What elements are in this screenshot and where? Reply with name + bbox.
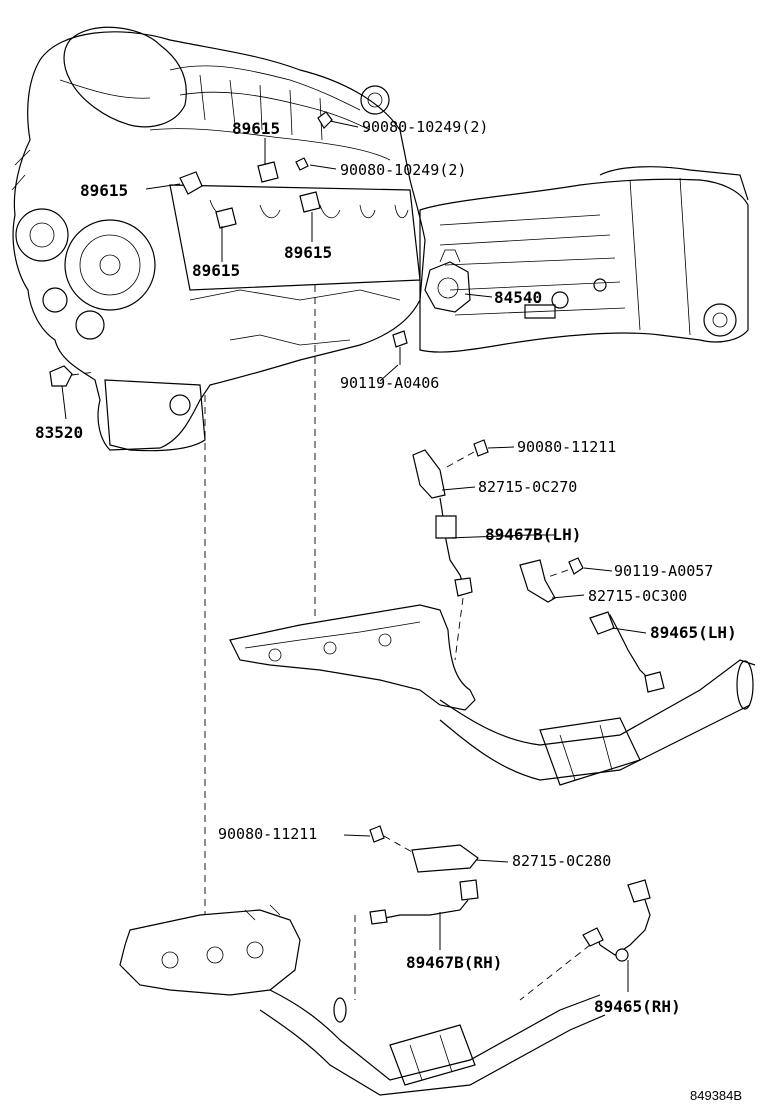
label-82715-0c280: 82715-0C280 [512, 852, 611, 870]
bracket-82715-0C270 [412, 449, 446, 499]
sensor-89465-lh [644, 671, 665, 693]
bolt-90080-11211-upper [473, 439, 489, 457]
bolt-90080-11211-lower [369, 825, 385, 843]
knock-sensor-bottom-left-part [215, 207, 237, 229]
connector-89467b-rh [459, 879, 479, 901]
lh-o2-sensor-chain [519, 557, 665, 693]
label-90080-11211-lower: 90080-11211 [218, 825, 317, 843]
connector-89465-rh [627, 879, 651, 903]
bolt-90119-a0406-part [392, 330, 408, 365]
label-82715-0c300: 82715-0C300 [588, 587, 687, 605]
label-89615-top: 89615 [232, 119, 280, 138]
label-90119-a0057: 90119-A0057 [614, 562, 713, 580]
label-89467b-lh: 89467B(LH) [485, 525, 581, 544]
lh-af-sensor-chain [412, 439, 489, 661]
leader-lines [61, 120, 647, 992]
label-82715-0c270: 82715-0C270 [478, 478, 577, 496]
knock-sensor-top-part [257, 161, 279, 183]
connector-89467b-lh [435, 515, 457, 539]
bolt-90080-10249-b [295, 157, 309, 171]
label-84540: 84540 [494, 288, 542, 307]
rh-af-sensor-chain [369, 825, 479, 925]
label-90080-10249-a: 90080-10249(2) [362, 118, 488, 136]
neutral-switch-part [424, 249, 471, 313]
bracket-82715-0C300 [519, 559, 556, 603]
knock-sensor-group [179, 111, 333, 229]
label-89615-bottom-right: 89615 [284, 243, 332, 262]
figure-id: 849384B [690, 1088, 742, 1103]
sensor-89465-rh [582, 927, 604, 947]
label-90080-10249-b: 90080-10249(2) [340, 161, 466, 179]
label-89615-left: 89615 [80, 181, 128, 200]
label-89465-rh: 89465(RH) [594, 997, 681, 1016]
engine-assembly [11, 26, 426, 452]
wire-89465-rh [594, 899, 651, 956]
label-83520: 83520 [35, 423, 83, 442]
label-90119-a0406: 90119-A0406 [340, 374, 439, 392]
wire-89467b-rh [384, 899, 469, 919]
bracket-82715-0C280 [411, 844, 479, 873]
knock-sensor-left-part [179, 171, 203, 195]
label-89465-lh: 89465(LH) [650, 623, 737, 642]
label-90080-11211-upper: 90080-11211 [517, 438, 616, 456]
rh-o2-sensor-chain [582, 879, 651, 962]
sensor-89467b-lh [454, 577, 473, 597]
rh-exhaust-pipe [259, 915, 606, 1096]
label-89467b-rh: 89467B(RH) [406, 953, 502, 972]
rh-exhaust-manifold [119, 904, 301, 996]
wire-89467b-lh [439, 497, 466, 591]
bolt-90080-10249-a [317, 111, 333, 129]
sensor-89467b-rh [369, 909, 388, 925]
transmission-assembly [419, 166, 749, 353]
lh-exhaust-manifold [229, 604, 476, 711]
speed-sensor-83520-part [49, 365, 96, 387]
knock-sensor-bottom-right-part [299, 191, 321, 213]
label-89615-bottom-left: 89615 [192, 261, 240, 280]
lh-exhaust-pipe [439, 659, 756, 786]
bolt-90119-a0057 [568, 557, 584, 575]
